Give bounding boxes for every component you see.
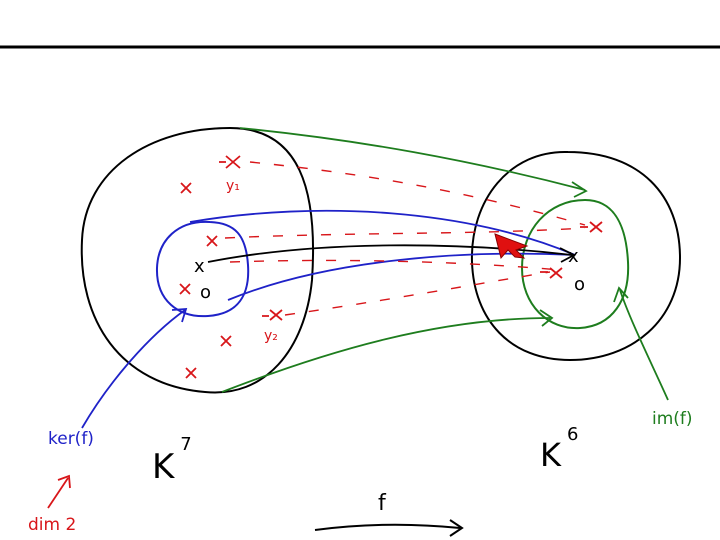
point-zero-label: o (200, 282, 211, 303)
kernel-label: ker(f) (48, 429, 94, 449)
green-map-curve-top (239, 127, 586, 191)
red-dashed-map-lines (224, 161, 586, 316)
kernel-label-arrow (81, 309, 186, 429)
image-subset-outline (520, 198, 630, 330)
black-map-curve (207, 244, 573, 263)
domain-red-points (179, 155, 283, 379)
green-arrowhead-top (571, 181, 588, 198)
codomain-set-outline (470, 150, 682, 362)
dimension-arrow (47, 474, 71, 509)
map-arrowhead (449, 519, 464, 537)
codomain-red-points (540, 221, 603, 279)
green-map-curve-bottom (221, 317, 551, 393)
map-label: f (378, 491, 387, 516)
point-zero-image-label: o (574, 274, 585, 295)
dimension-label: dim 2 (28, 515, 76, 535)
domain-set-outline (80, 126, 315, 394)
point-x-label: x (194, 256, 205, 277)
image-label-arrowhead (613, 286, 629, 303)
map-arrow (314, 523, 461, 531)
y1-label: y₁ (226, 178, 240, 194)
codomain-label: K6 (540, 424, 578, 474)
green-arrowhead-bottom (539, 309, 554, 327)
kernel-subset-outline (155, 220, 250, 318)
kernel-label-arrowhead (171, 308, 188, 323)
domain-label: K7 (152, 434, 192, 487)
image-label-arrow (619, 289, 669, 401)
y2-label: y₂ (264, 328, 278, 344)
image-label: im(f) (652, 409, 693, 429)
blue-map-curve-bottom (227, 252, 576, 301)
black-arrowhead (559, 247, 576, 263)
cursor-pointer-icon (494, 233, 529, 260)
point-x-image-label: x (568, 246, 579, 267)
blue-map-curve-top (189, 209, 576, 256)
